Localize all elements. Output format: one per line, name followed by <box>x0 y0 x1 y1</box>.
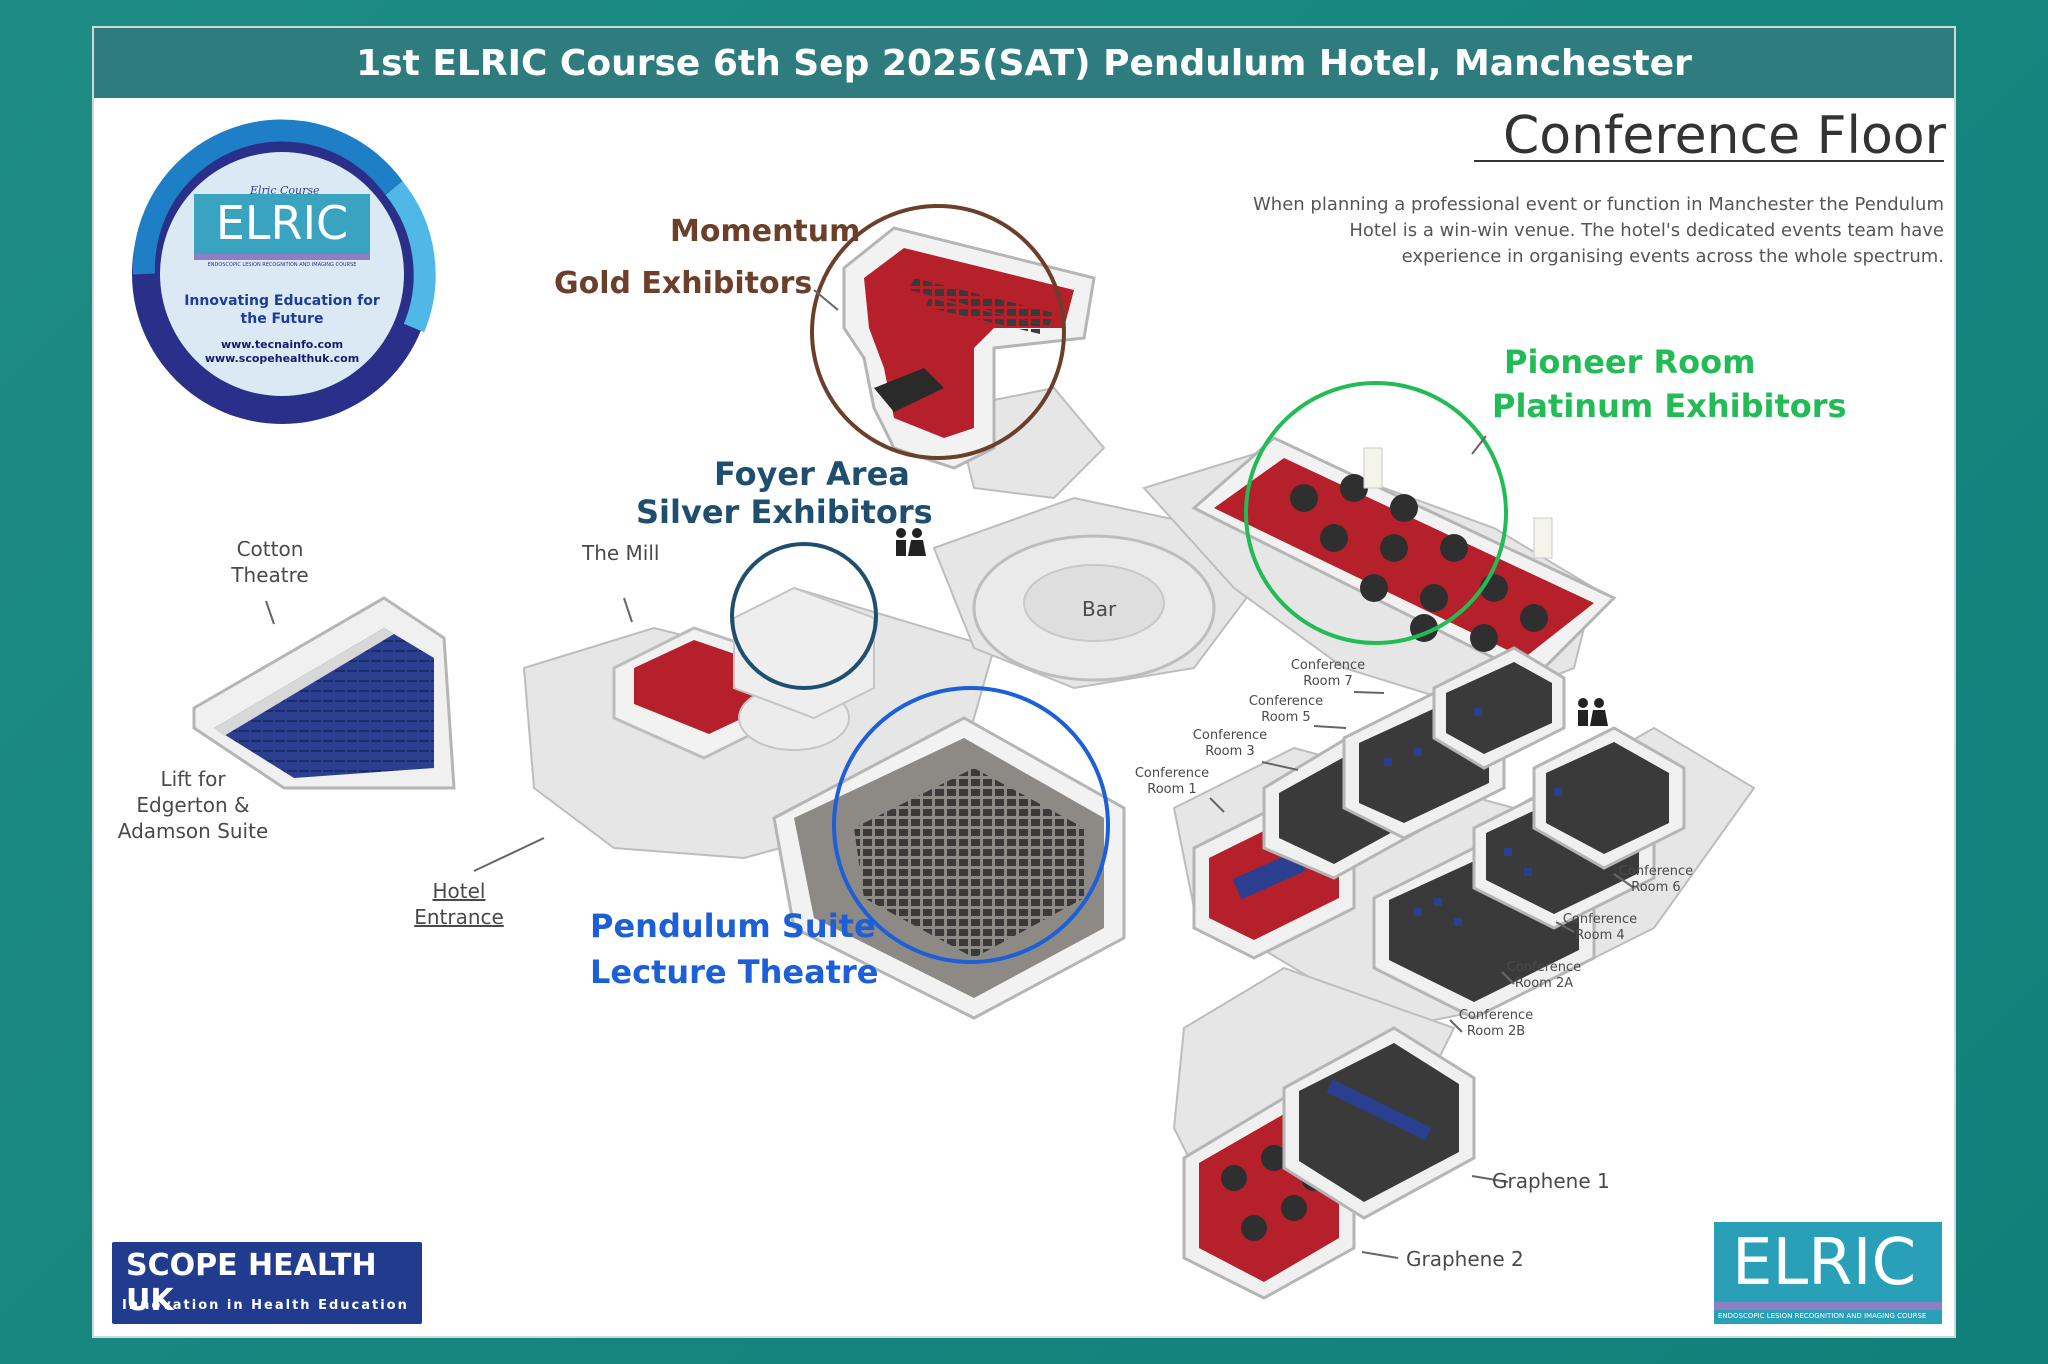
bar-label: Bar <box>1082 597 1117 621</box>
graphene-1-label: Graphene 1 <box>1492 1169 1610 1193</box>
foyer-exhibitors-label: Silver Exhibitors <box>636 493 933 531</box>
pioneer-label: Pioneer Room <box>1504 343 1756 381</box>
graphene-rooms <box>1182 1026 1476 1300</box>
foyer-highlight-circle <box>730 542 878 690</box>
pioneer-exhibitors-label: Platinum Exhibitors <box>1492 387 1847 425</box>
conference-rooms <box>1192 646 1686 1020</box>
badge-top-text: Elric Course <box>250 184 320 197</box>
the-mill-label: The Mill <box>582 541 660 565</box>
cotton-theatre-room <box>192 596 456 790</box>
pioneer-room <box>1191 436 1617 680</box>
pendulum-label: Pendulum Suite <box>590 907 876 945</box>
badge-url-2: www.scopehealthuk.com <box>204 352 360 365</box>
scope-health-logo: SCOPE HEALTH UK Innovation in Health Edu… <box>112 1242 422 1324</box>
toilets-icon <box>896 528 926 556</box>
bar-area <box>972 534 1216 682</box>
conference-floor-title: Conference Floor <box>1502 106 1946 166</box>
floorplan-poster: 1st ELRIC Course 6th Sep 2025(SAT) Pendu… <box>92 26 1956 1338</box>
venue-description: When planning a professional event or fu… <box>1253 194 1944 267</box>
pendulum-lecture-label: Lecture Theatre <box>590 953 879 991</box>
toilets-icon <box>1578 698 1608 726</box>
leader-lines <box>265 289 1635 1259</box>
pendulum-highlight-circle <box>832 686 1110 964</box>
elric-badge <box>132 119 436 424</box>
badge-logo-text: ELRIC <box>215 196 349 250</box>
floor-map <box>132 119 1756 1300</box>
foyer-area-room <box>733 586 875 751</box>
badge-url-1: www.tecnainfo.com <box>220 338 344 351</box>
momentum-label: Momentum <box>670 214 861 249</box>
elric-logo: ELRIC ENDOSCOPIC LESION RECOGNITION AND … <box>1714 1222 1942 1324</box>
title-underline <box>1474 160 1944 162</box>
page-title: 1st ELRIC Course 6th Sep 2025(SAT) Pendu… <box>356 42 1692 84</box>
title-bar: 1st ELRIC Course 6th Sep 2025(SAT) Pendu… <box>94 28 1954 98</box>
momentum-highlight-circle <box>810 204 1066 460</box>
pioneer-highlight-circle <box>1244 381 1508 645</box>
pendulum-suite-room <box>772 716 1126 1020</box>
momentum-room <box>842 226 1096 470</box>
badge-logo-subtitle: ENDOSCOPIC LESION RECOGNITION AND IMAGIN… <box>207 262 357 268</box>
graphene-2-label: Graphene 2 <box>1406 1247 1524 1271</box>
foyer-label: Foyer Area <box>714 455 910 493</box>
badge-tagline: Innovating Education for the Future <box>184 293 380 327</box>
momentum-exhibitors-label: Gold Exhibitors <box>554 266 813 301</box>
